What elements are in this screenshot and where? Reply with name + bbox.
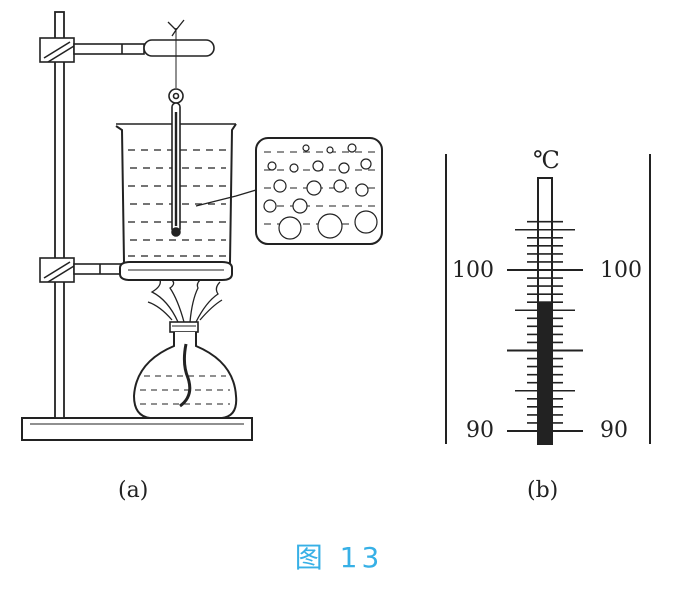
scale-panel	[445, 154, 651, 445]
alcohol-lamp	[132, 321, 238, 419]
lower-clamp	[39, 257, 131, 283]
flame	[147, 279, 223, 323]
figure-caption: 图 13	[294, 541, 384, 574]
stand-base	[21, 417, 253, 441]
tick-label-100-left: 100	[452, 258, 494, 283]
panel-a-label: (a)	[118, 478, 149, 503]
tick-label-90-left: 90	[466, 418, 494, 443]
scale-ticks	[507, 220, 583, 432]
iron-stand	[21, 11, 253, 441]
wire-gauze-ring	[119, 261, 233, 281]
bubble-inset	[255, 137, 383, 245]
callout-line	[195, 189, 257, 207]
bubbles	[263, 143, 378, 240]
lamp-wick	[179, 343, 192, 408]
beaker-water	[128, 149, 228, 257]
tick-label-100-right: 100	[600, 258, 642, 283]
stand-rod	[54, 11, 65, 419]
panel-b-label: (b)	[527, 478, 559, 503]
beaker-thermometer	[168, 88, 184, 237]
upper-clamp	[39, 19, 215, 88]
unit-label: ℃	[533, 146, 560, 174]
tick-label-90-right: 90	[600, 418, 628, 443]
